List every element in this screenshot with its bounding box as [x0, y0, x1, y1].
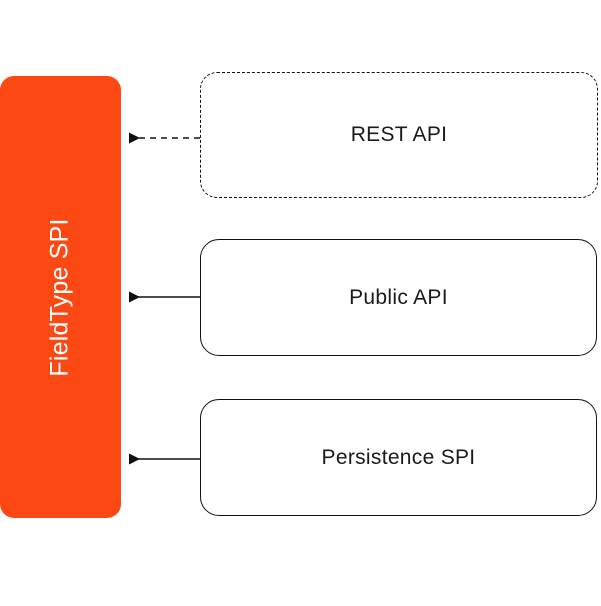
rest-api-node[interactable]: REST API — [200, 72, 598, 198]
persistence-spi-label: Persistence SPI — [321, 445, 476, 469]
fieldtype-spi-label: FieldType SPI — [46, 217, 75, 377]
persistence-spi-node[interactable]: Persistence SPI — [200, 399, 597, 516]
public-api-node[interactable]: Public API — [200, 239, 597, 356]
public-api-label: Public API — [349, 285, 448, 309]
fieldtype-spi-node[interactable]: FieldType SPI — [0, 76, 121, 518]
rest-api-label: REST API — [350, 123, 448, 146]
